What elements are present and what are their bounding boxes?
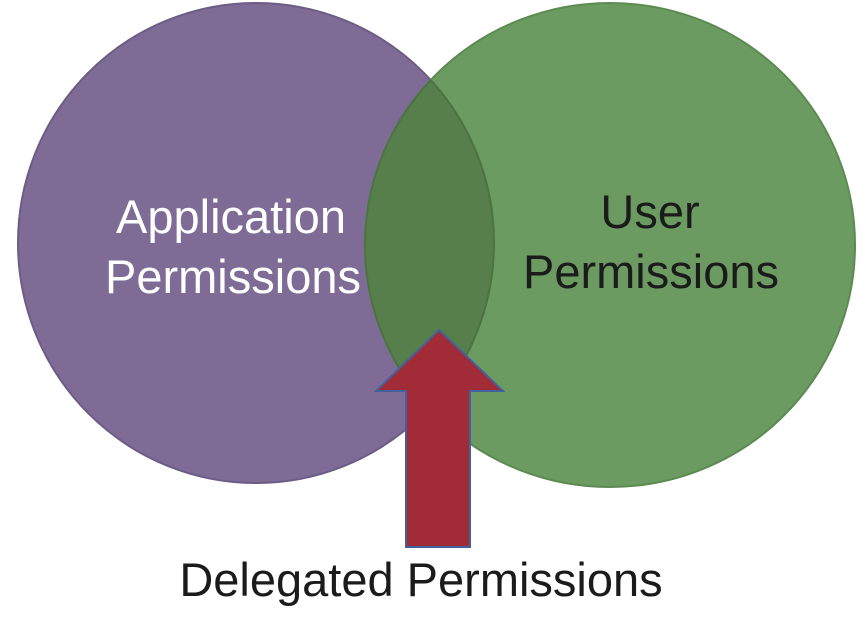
user-permissions-label-line1: User [600, 185, 699, 238]
user-permissions-label-line2: Permissions [523, 245, 779, 298]
application-permissions-label-line1: Application [116, 190, 346, 243]
application-permissions-label-line2: Permissions [105, 250, 361, 303]
up-arrow [373, 328, 506, 548]
overlap-edge-arc [364, 3, 494, 483]
delegated-permissions-caption: Delegated Permissions [179, 553, 662, 606]
